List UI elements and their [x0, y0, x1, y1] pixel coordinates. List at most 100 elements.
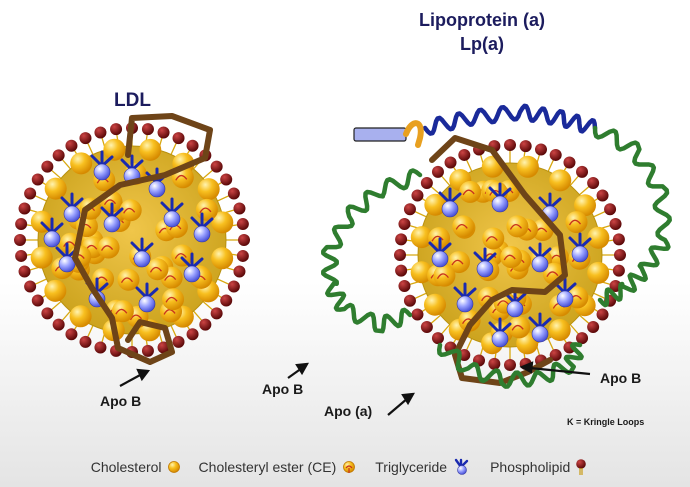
phospholipid-head — [576, 332, 589, 345]
cholesteryl-ester — [447, 251, 470, 274]
phospholipid-head — [411, 308, 424, 321]
title-line-1: Lipoprotein (a) — [419, 10, 545, 30]
phospholipid-head — [431, 332, 444, 345]
ldl-label: LDL — [114, 90, 151, 111]
phospholipid-head — [79, 335, 92, 348]
cholesterol — [548, 319, 571, 342]
lpa-particle — [394, 139, 626, 371]
kringle-note: K = Kringle Loops — [567, 417, 645, 427]
apo-a-kringle-loops — [321, 103, 672, 389]
cholesterol — [139, 138, 162, 161]
phospholipid-head — [420, 176, 433, 189]
cholesterol — [574, 194, 597, 217]
phospholipid-head — [403, 294, 416, 307]
legend-item-triglyceride: Triglyceride — [375, 458, 472, 476]
phospholipid-head — [609, 218, 622, 231]
phospholipid-head — [157, 126, 170, 139]
phospholipid-head — [504, 359, 516, 371]
triglyceride — [528, 242, 552, 273]
triglyceride — [568, 232, 592, 263]
phospholipid-head — [395, 233, 408, 246]
legend-item-label: Phospholipid — [490, 459, 571, 475]
phospholipid-head — [65, 328, 78, 341]
cholesterol — [424, 193, 447, 216]
phospholipid-head — [220, 173, 233, 186]
phospholipid-head — [172, 132, 185, 145]
phospholipid-head — [549, 349, 562, 362]
triglyceride — [135, 282, 159, 313]
apo-a-linker — [403, 120, 424, 148]
triglyceride — [473, 247, 497, 278]
phospholipid-head — [41, 160, 54, 173]
phospholipid-head — [563, 156, 576, 169]
ldl-particle — [14, 122, 250, 358]
phospholipid-head — [210, 307, 223, 320]
phospholipid-head — [549, 148, 562, 161]
cholesteryl-ester — [111, 300, 134, 323]
phospholipid-head — [227, 187, 240, 200]
triglyceride-icon — [454, 458, 469, 475]
apo-b-label-left: Apo B — [100, 393, 142, 409]
cholesterol — [103, 138, 126, 161]
triglyceride — [428, 237, 452, 268]
cholesteryl-ester — [459, 180, 482, 203]
cholesterol-icon — [167, 461, 180, 473]
phospholipid-head — [24, 187, 37, 200]
cholesterol — [44, 279, 67, 302]
cholesteryl-ester — [506, 215, 529, 238]
phospholipid-head — [186, 328, 199, 341]
phospholipid-head — [15, 218, 28, 231]
cholesteryl-ester — [162, 288, 185, 311]
phospholipid-head — [186, 139, 199, 152]
phospholipid-head — [431, 165, 444, 178]
phospholipid-head — [18, 265, 31, 278]
phospholipid-head — [52, 149, 65, 162]
triglyceride — [55, 242, 79, 273]
cholesterol — [587, 226, 610, 249]
legend-item-label: Cholesterol — [90, 459, 162, 475]
phospholipid-head — [157, 341, 170, 354]
cholesterol — [587, 261, 610, 284]
triglyceride — [528, 312, 552, 343]
cholesteryl-ester — [433, 264, 456, 287]
phospholipid-head — [15, 249, 28, 262]
kringle-helix — [592, 125, 672, 308]
phospholipid-head — [110, 123, 123, 136]
phospholipid-head — [576, 165, 589, 178]
phospholipid-head — [596, 308, 609, 321]
triglyceride — [180, 252, 204, 283]
legend-item-label: Cholesteryl ester (CE) — [198, 459, 337, 475]
cholesteryl-ester — [482, 227, 505, 250]
cholesterol — [211, 247, 234, 270]
legend-item-label: Triglyceride — [375, 459, 448, 475]
ldl-apo-b-strand — [72, 113, 213, 365]
kringle-helix — [422, 103, 598, 136]
phospholipid-head — [14, 234, 26, 246]
phospholipid-head — [31, 173, 44, 186]
cholesteryl-ester — [452, 215, 475, 238]
cholesteryl-ester — [565, 211, 588, 234]
cholesterol — [423, 293, 446, 316]
legend-item-cholesteryl-ester: Cholesteryl ester (CE) — [199, 459, 358, 475]
cholesteryl-ester — [508, 316, 531, 339]
cholesteryl-ester — [171, 244, 194, 267]
phospholipid-head — [172, 335, 185, 348]
phospholipid-head — [534, 143, 547, 156]
phospholipid-head — [587, 176, 600, 189]
phospholipid-head — [94, 341, 107, 354]
phospholipid-head — [394, 249, 406, 261]
phospholipid-head — [488, 357, 501, 370]
cholesteryl-ester — [195, 198, 218, 221]
phospholipid-head — [395, 264, 408, 277]
cholesterol — [549, 169, 572, 192]
cholesteryl-ester — [97, 236, 120, 259]
phospholipid-head — [238, 234, 250, 246]
legend-item-phospholipid: Phospholipid — [490, 458, 587, 476]
cholesterol — [410, 226, 433, 249]
apo-b-label-mid: Apo B — [262, 381, 304, 397]
phospholipid-head — [504, 139, 516, 151]
cholesteryl-ester — [119, 199, 142, 222]
apo-b-label-right: Apo B — [600, 370, 642, 386]
phospholipid-head — [210, 160, 223, 173]
